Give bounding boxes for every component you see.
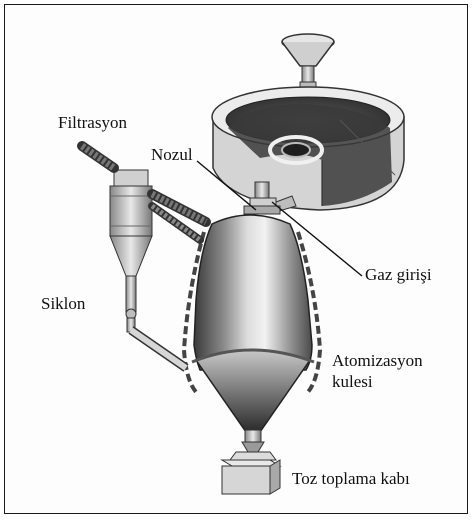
label-atomizasyon-line2: kulesi bbox=[332, 372, 373, 392]
powder-collector bbox=[222, 452, 280, 494]
air-disperser-drum bbox=[212, 87, 404, 210]
cyclone bbox=[110, 170, 186, 368]
atomization-tower bbox=[184, 215, 320, 452]
label-filtrasyon: Filtrasyon bbox=[58, 113, 127, 133]
label-nozul: Nozul bbox=[151, 145, 193, 165]
label-atomizasyon-line1: Atomizasyon bbox=[332, 351, 423, 371]
label-toz-toplama: Toz toplama kabı bbox=[292, 469, 410, 489]
label-siklon: Siklon bbox=[41, 294, 85, 314]
label-gaz-girisi: Gaz girişi bbox=[365, 265, 432, 285]
